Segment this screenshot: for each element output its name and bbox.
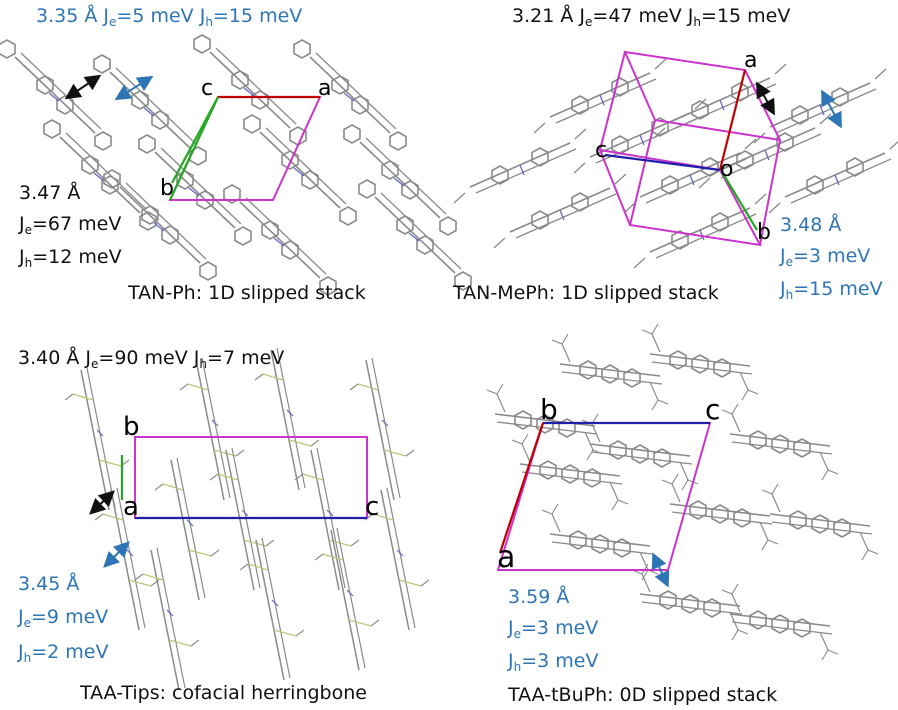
tan-ph-axis-b: b — [160, 176, 174, 201]
panel-tan-meph-structure — [454, 50, 898, 268]
taa-tbuph-axis-c: c — [705, 393, 721, 426]
tan-meph-side-jh: 15 — [809, 278, 834, 300]
taa-tips-top-je: 90 — [114, 347, 139, 369]
tan-meph-top-jh: 15 — [716, 5, 742, 27]
taa-tips-side-distance: 3.45 Å — [18, 573, 80, 595]
tan-meph-axis-b: b — [757, 220, 771, 245]
tan-meph-top-coupling-label: 3.21 Å Je=47 meV Jh=15 meV — [512, 5, 791, 29]
taa-tips-side-coupling-label: 3.45 Å Je=9 meV Jh=2 meV — [18, 568, 108, 671]
tan-meph-axis-o: o — [720, 157, 734, 182]
tan-meph-caption: TAN-MePh: 1D slipped stack — [453, 282, 719, 304]
panel-taa-tbuph-structure — [487, 324, 878, 660]
tan-meph-axis-c: c — [595, 138, 608, 163]
tan-meph-top-distance: 3.21 Å — [512, 5, 574, 27]
taa-tips-top-distance: 3.40 Å — [18, 347, 80, 369]
tan-ph-side-jh: 12 — [48, 246, 73, 268]
tan-ph-side-coupling-label: 3.47 Å Je=67 meV Jh=12 meV — [19, 178, 122, 275]
taa-tips-side-je: 9 — [46, 606, 60, 628]
taa-tips-axis-c: c — [365, 492, 380, 522]
taa-tbuph-caption: TAA-tBuPh: 0D slipped stack — [508, 684, 778, 706]
taa-tips-side-jh: 2 — [47, 641, 60, 663]
tan-ph-top-coupling-label: 3.35 Å Je=5 meV Jh=15 meV — [36, 5, 303, 29]
tan-ph-axis-a: a — [318, 76, 332, 101]
tan-meph-top-je: 47 — [608, 5, 633, 27]
tan-ph-top-jh: 15 — [228, 5, 254, 27]
taa-tbuph-side-distance: 3.59 Å — [508, 586, 570, 608]
tan-ph-axis-c: c — [201, 76, 214, 101]
taa-tips-axis-b: b — [123, 412, 140, 442]
taa-tbuph-axis-b: b — [540, 393, 558, 426]
taa-tips-axis-a: a — [123, 492, 139, 522]
tan-meph-side-distance: 3.48 Å — [780, 214, 842, 236]
taa-tips-caption: TAA-Tips: cofacial herringbone — [80, 682, 367, 704]
tan-ph-top-distance: 3.35 Å — [36, 5, 98, 27]
taa-tips-top-jh: 7 — [222, 347, 236, 369]
tan-ph-caption: TAN-Ph: 1D slipped stack — [128, 282, 366, 304]
tan-ph-top-je: 5 — [132, 5, 145, 27]
panel-tan-ph-structure — [0, 35, 471, 295]
taa-tbuph-side-je: 3 — [536, 617, 550, 639]
taa-tbuph-side-jh: 3 — [537, 650, 550, 672]
tan-meph-side-coupling-label: 3.48 Å Je=3 meV Jh=15 meV — [780, 210, 883, 307]
taa-tbuph-side-coupling-label: 3.59 Å Je=3 meV Jh=3 meV — [508, 582, 598, 679]
tan-meph-side-je: 3 — [808, 245, 822, 267]
tan-meph-axis-a: a — [744, 48, 758, 73]
tan-ph-side-distance: 3.47 Å — [19, 182, 81, 204]
taa-tips-top-coupling-label: 3.40 Å Je=90 meV Jh=7 meV — [18, 347, 285, 371]
tan-ph-side-je: 67 — [47, 213, 73, 235]
taa-tbuph-axis-a: a — [497, 540, 516, 575]
panel-taa-tips-structure — [64, 347, 430, 691]
